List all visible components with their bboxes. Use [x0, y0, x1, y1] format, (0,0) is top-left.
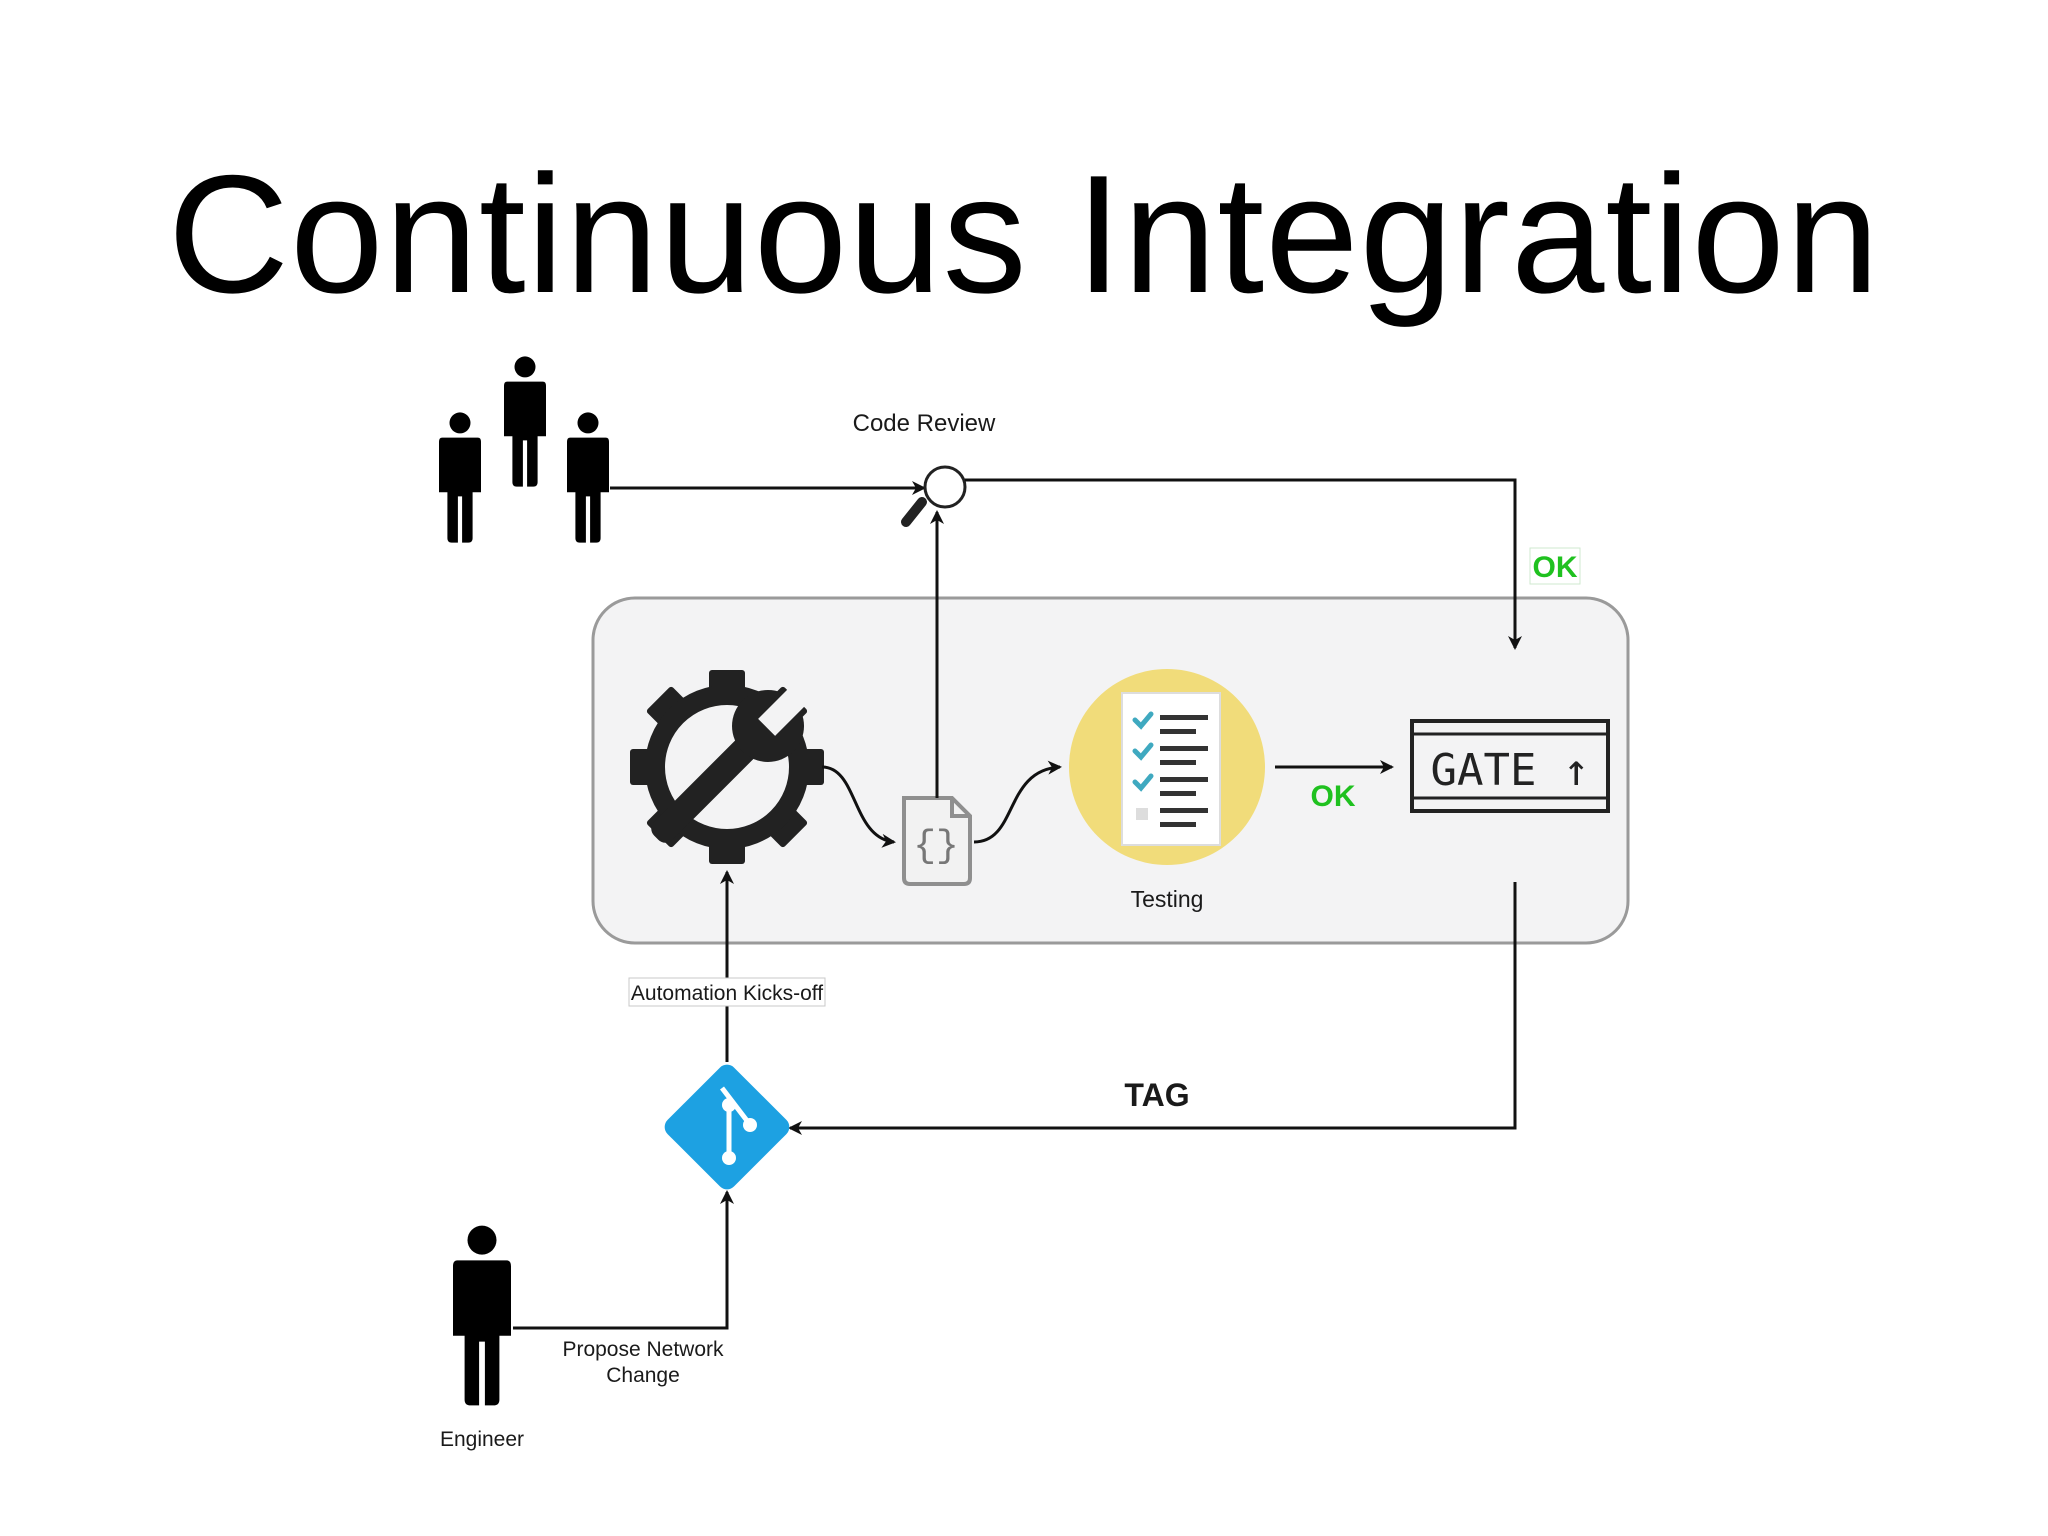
gear-wrench-icon [630, 670, 824, 864]
gate-label: GATE ↑ [1431, 745, 1590, 796]
checklist-icon [1069, 669, 1265, 865]
automation-label: Automation Kicks-off [631, 982, 823, 1005]
config-file-braces: {} [913, 825, 959, 868]
tag-arrow [788, 882, 1517, 1135]
gate-icon: GATE ↑ [1410, 719, 1610, 813]
ok-review-box [1529, 547, 1581, 585]
review-ok-arrow [965, 478, 1522, 650]
ok-testing-label: OK [1311, 780, 1356, 813]
propose-label-line1: Propose Network [562, 1338, 724, 1361]
propose-label-line2: Change [606, 1364, 680, 1387]
magnifier-icon [901, 465, 967, 527]
testing-label: Testing [1131, 886, 1204, 912]
tag-label: TAG [1124, 1077, 1189, 1113]
automation-label-box [628, 977, 826, 1007]
git-icon [664, 1064, 790, 1190]
engineer-icon [453, 1225, 511, 1406]
code-review-label: Code Review [853, 410, 996, 437]
file-to-testing-curve [973, 760, 1062, 844]
ok-review-label: OK [1533, 551, 1578, 584]
reviewers-group-icon [439, 356, 609, 543]
propose-change-arrow [513, 1190, 734, 1330]
config-file-icon: {} [902, 796, 972, 886]
page-title: Continuous Integration [167, 140, 1881, 328]
engineer-label: Engineer [440, 1428, 524, 1451]
gear-to-file-curve [821, 765, 896, 848]
